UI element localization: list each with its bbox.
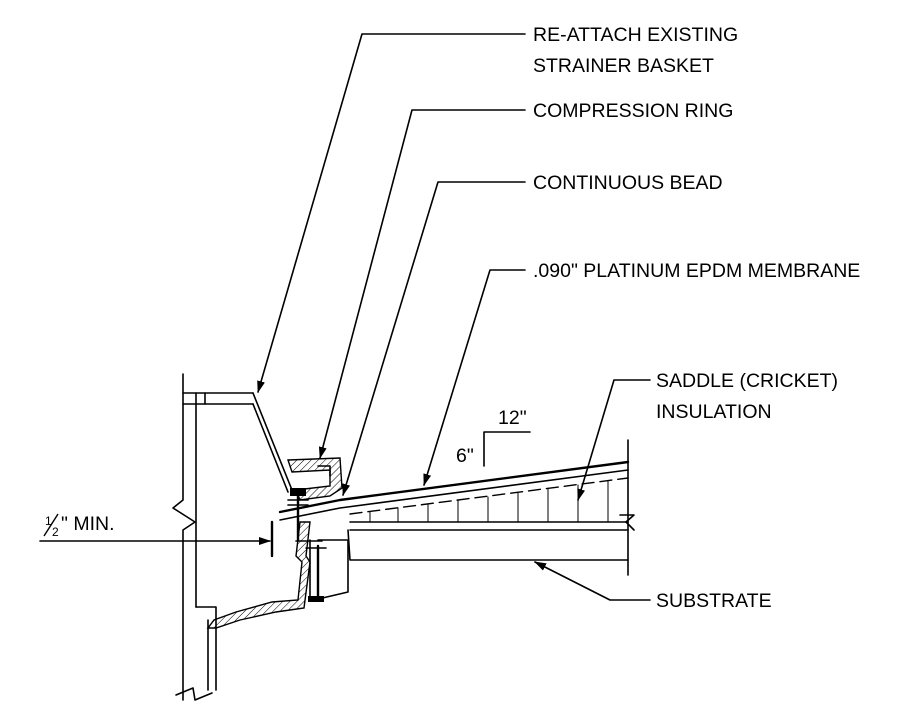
drain-bowl-flange xyxy=(206,521,311,629)
label-saddle-line1: SADDLE (CRICKET) xyxy=(656,370,838,392)
label-saddle-line2: INSULATION xyxy=(656,401,772,423)
clamp-bolt xyxy=(287,488,309,542)
leader-lines xyxy=(257,33,651,601)
label-strainer-line1: RE-ATTACH EXISTING xyxy=(533,24,738,46)
label-continuous-bead: CONTINUOUS BEAD xyxy=(533,172,723,194)
label-strainer-line2: STRAINER BASKET xyxy=(533,55,714,77)
sump-bracket xyxy=(305,539,349,602)
label-min-dimension: " MIN. xyxy=(61,513,115,535)
drain-body xyxy=(172,373,254,701)
min-dimension-marker xyxy=(39,520,323,558)
substrate-deck xyxy=(347,439,629,576)
strainer-basket xyxy=(252,392,293,493)
label-slope-run: 12" xyxy=(498,407,527,429)
svg-text:1: 1 xyxy=(45,514,52,528)
epdm-membrane xyxy=(278,460,630,521)
saddle-insulation xyxy=(349,480,635,531)
half-fraction-glyph: 1 2 xyxy=(43,513,59,539)
svg-text:2: 2 xyxy=(52,525,59,539)
label-compression-ring: COMPRESSION RING xyxy=(533,100,733,122)
label-substrate: SUBSTRATE xyxy=(656,590,772,612)
label-slope-rise: 6" xyxy=(456,445,474,467)
slope-indicator xyxy=(483,431,531,467)
label-membrane: .090" PLATINUM EPDM MEMBRANE xyxy=(533,260,860,282)
